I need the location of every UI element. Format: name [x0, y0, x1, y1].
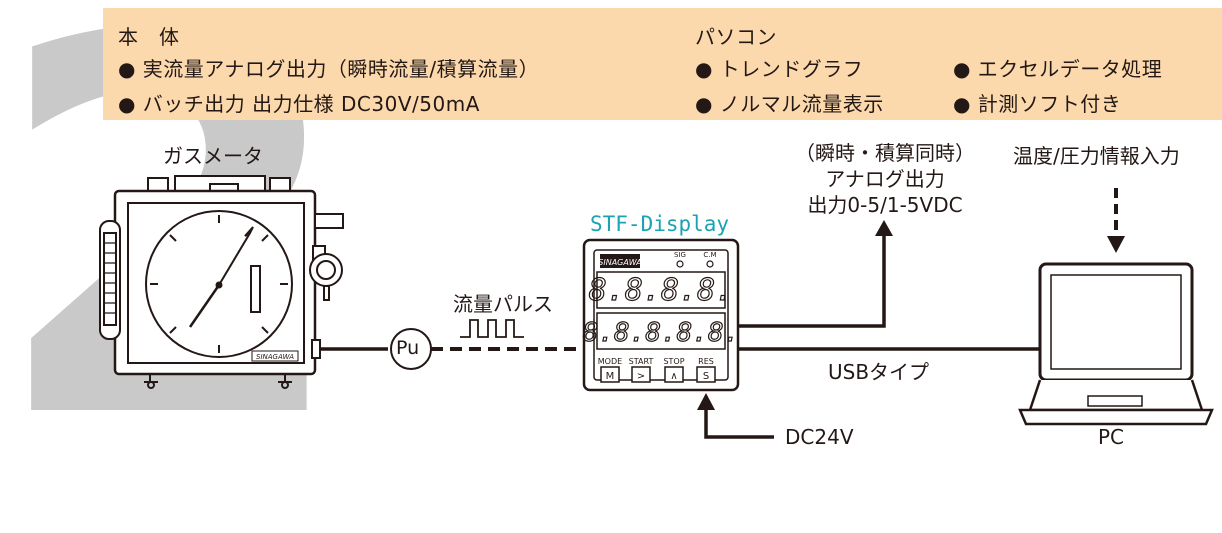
gas-meter-icon [99, 175, 344, 389]
pc-feature-item: ● エクセルデータ処理 [953, 57, 1163, 81]
display-brand-logo: SINAGAWA [598, 258, 641, 267]
analog-output-label-line1: （瞬時・積算同時） [795, 141, 975, 165]
pc-feature-item: ● トレンドグラフ [695, 57, 864, 81]
usb-label: USBタイプ [828, 360, 930, 384]
power-label: DC24V [785, 425, 854, 449]
pulse-sensor-label: Pu [396, 337, 420, 359]
stf-display-device [582, 238, 740, 392]
analog-output-line [738, 232, 886, 328]
mode-button: M [606, 371, 615, 382]
gas-meter-label: ガスメータ [163, 144, 263, 168]
display-digits-top: 8.8.8.8. [589, 273, 734, 308]
pc-section-title: パソコン [695, 25, 777, 49]
display-digits-bottom: 8.8.8.8.8. [583, 318, 740, 348]
body-feature-item: ● バッチ出力 出力仕様 DC30V/50mA [118, 92, 480, 116]
temp-pressure-label: 温度/圧力情報入力 [1013, 144, 1180, 168]
square-wave-icon [460, 319, 524, 338]
res-button-label: RES [698, 357, 714, 366]
analog-output-label-line2: アナログ出力 [825, 167, 945, 191]
features-panel: 本 体 ● 実流量アナログ出力（瞬時流量/積算流量） ● バッチ出力 出力仕様 … [103, 8, 1222, 120]
start-button: > [637, 371, 645, 382]
pc-label: PC [1098, 425, 1125, 449]
sig-led-label: SIG [674, 251, 686, 259]
flow-pulse-label: 流量パルス [453, 292, 553, 316]
res-button: S [703, 371, 709, 382]
mode-button-label: MODE [598, 357, 622, 366]
body-section-title: 本 体 [118, 25, 180, 49]
pc-feature-item: ● ノルマル流量表示 [695, 92, 884, 116]
stop-button-label: STOP [663, 357, 684, 366]
laptop-pc-icon [1018, 262, 1214, 426]
body-feature-item: ● 実流量アナログ出力（瞬時流量/積算流量） [118, 57, 540, 81]
pc-feature-item: ● 計測ソフト付き [953, 92, 1122, 116]
stop-button: ∧ [670, 371, 677, 382]
power-line [704, 408, 774, 439]
start-button-label: START [629, 357, 654, 366]
stf-display-label: STF-Display [590, 212, 730, 236]
system-diagram: 8.8.8.8. 8.8.8.8.8. SINAGAWA SIG C.M MOD… [99, 175, 1214, 439]
cm-led-label: C.M [703, 251, 716, 259]
analog-output-label-line3: 出力0-5/1-5VDC [807, 193, 963, 217]
meter-brand-logo: SINAGAWA [256, 353, 294, 361]
